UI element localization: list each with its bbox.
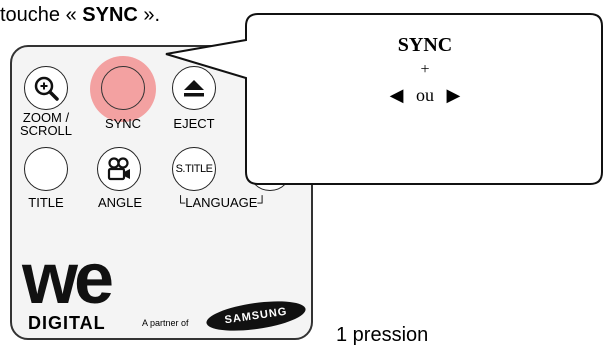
camera-angle-icon xyxy=(107,157,130,181)
angle-label: ANGLE xyxy=(97,195,143,210)
eject-button[interactable] xyxy=(172,66,216,110)
right-arrow-icon: ▶ xyxy=(446,85,461,105)
digital-wordmark: DIGITAL xyxy=(28,313,106,333)
sync-key-name: SYNC xyxy=(82,4,138,26)
callout-content: SYNC + ◀ ou ▶ xyxy=(248,22,602,106)
language-bracket-label: └LANGUAGE┘ xyxy=(176,195,267,210)
zoom-in-icon xyxy=(34,76,59,101)
callout-title: SYNC xyxy=(397,34,453,56)
callout-plus: + xyxy=(420,61,430,78)
sync-label: SYNC xyxy=(104,116,142,131)
left-arrow-icon: ◀ xyxy=(389,85,404,105)
press-count-text: 1 pression xyxy=(336,324,429,346)
instruction-heading: touche « SYNC ». xyxy=(0,4,161,26)
zoom-scroll-label: ZOOM / SCROLL xyxy=(20,110,73,138)
callout-direction: ◀ ou ▶ xyxy=(248,85,602,106)
zoom-scroll-button[interactable] xyxy=(24,66,68,110)
eject-icon xyxy=(184,80,204,97)
subtitle-button[interactable]: S.TITLE xyxy=(172,147,216,191)
title-label: TITLE xyxy=(28,195,64,210)
subtitle-button-text: S.TITLE xyxy=(175,163,213,175)
title-button[interactable] xyxy=(24,147,68,191)
we-logo: we xyxy=(22,239,114,319)
callout-or: ou xyxy=(416,85,434,105)
sync-button[interactable] xyxy=(101,66,145,110)
partner-text: A partner of xyxy=(142,318,189,328)
angle-button[interactable] xyxy=(97,147,141,191)
eject-label: EJECT xyxy=(173,116,215,131)
